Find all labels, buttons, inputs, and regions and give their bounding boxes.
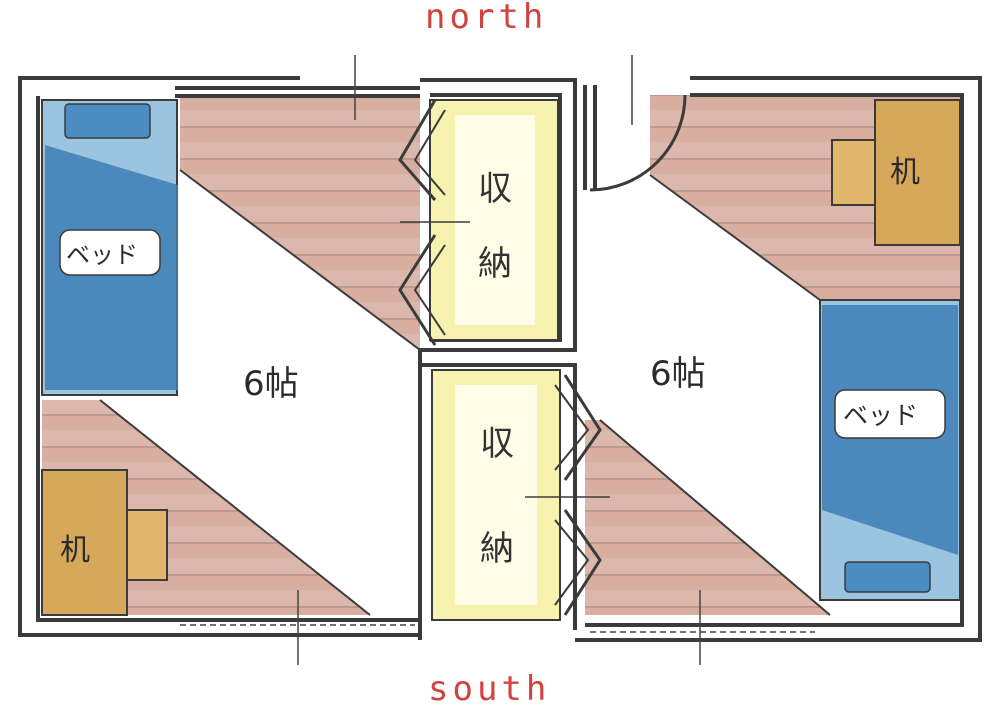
right-bed-label: ベッド <box>843 401 918 430</box>
walls <box>18 76 982 642</box>
door-swing <box>589 94 687 192</box>
right-desk-label: 机 <box>890 155 920 190</box>
storage-lower-char1: 収 <box>480 424 514 464</box>
left-desk: 机 <box>41 469 168 616</box>
right-desk: 机 <box>831 99 961 246</box>
storage-upper-char1: 収 <box>478 169 512 209</box>
north-label: north <box>425 0 547 37</box>
storage-upper-char2: 納 <box>478 244 512 284</box>
left-room-label: 6帖 <box>243 364 299 404</box>
windows <box>180 624 815 633</box>
right-room-label: 6帖 <box>650 354 706 394</box>
storage-upper: 収 納 <box>398 99 559 346</box>
storage-lower: 収 納 <box>431 369 610 621</box>
storage-lower-char2: 納 <box>480 529 514 569</box>
right-bed: ベッド <box>819 299 961 601</box>
left-bed: ベッド <box>41 99 178 396</box>
left-bed-label: ベッド <box>66 241 138 269</box>
south-label: south <box>428 669 550 709</box>
left-desk-label: 机 <box>60 533 90 568</box>
